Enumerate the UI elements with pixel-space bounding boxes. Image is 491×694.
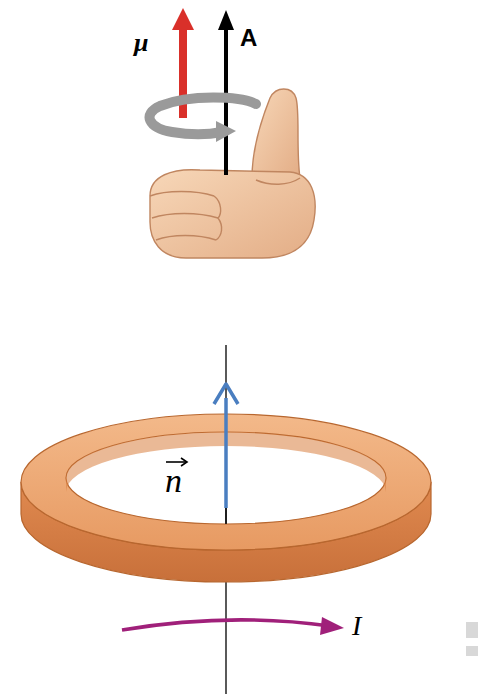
scan-mark bbox=[466, 622, 478, 638]
normal-vector bbox=[214, 384, 238, 508]
axis-line bbox=[225, 345, 226, 694]
curl-arrow bbox=[150, 98, 256, 143]
normal-symbol: n bbox=[165, 464, 182, 498]
moment-symbol: μ bbox=[134, 30, 148, 56]
right-hand bbox=[150, 89, 315, 258]
scan-mark bbox=[466, 646, 478, 656]
current-symbol: I bbox=[352, 612, 361, 640]
current-arrow bbox=[122, 617, 344, 635]
area-symbol: A bbox=[240, 26, 257, 50]
